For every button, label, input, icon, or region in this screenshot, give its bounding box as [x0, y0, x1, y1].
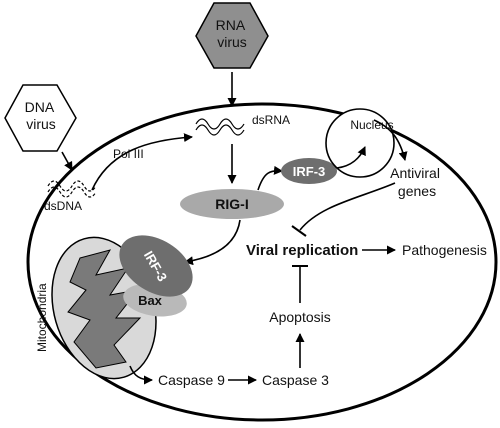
rna-virus-label: RNA virus — [216, 17, 249, 50]
antiviral-genes-label: Antiviral genes — [390, 165, 444, 199]
mitochondria-label: Mitochondria — [35, 283, 49, 352]
antiviral-line2: genes — [398, 183, 436, 199]
bax-label: Bax — [138, 293, 163, 308]
dna-virus-line2: virus — [26, 116, 56, 132]
dsrna-strand-1 — [195, 118, 245, 130]
caspase3-label: Caspase 3 — [262, 372, 329, 388]
rig1-to-irf3-arrow — [257, 165, 283, 191]
pol3-arrow — [91, 133, 193, 191]
dna-virus-hexagon — [4, 84, 77, 152]
rig1-to-mito-arrow — [184, 219, 241, 266]
antiviral-inhibition-bar — [291, 225, 307, 237]
irf3-to-nucleus-arrow — [336, 146, 366, 169]
rna-virus-hexagon — [195, 2, 269, 69]
dsdna-label: dsDNA — [44, 199, 82, 213]
dna-virus-label: DNA virus — [25, 99, 58, 132]
rig1-label: RIG-I — [215, 196, 248, 212]
antiviral-inhibition-line — [299, 182, 396, 231]
pathogenesis-label: Pathogenesis — [402, 242, 487, 258]
mito-to-caspase9-arrow — [129, 365, 153, 385]
mitochondria-cristae — [67, 249, 142, 369]
irf3-top-label: IRF-3 — [293, 164, 326, 179]
irf3-top-node — [281, 158, 337, 184]
rig1-node — [180, 189, 284, 219]
nucleus-label: Nucleus — [350, 118, 393, 132]
rna-virus-line2: virus — [217, 34, 247, 50]
dsdna-strand-1 — [47, 180, 97, 192]
dna-entry-arrow — [61, 151, 73, 171]
apoptosis-label: Apoptosis — [269, 309, 330, 325]
dsrna-strand-2 — [195, 124, 245, 136]
nucleus-to-antiviral-arrow — [373, 119, 408, 161]
dsdna-strand-2 — [47, 186, 97, 198]
viral-replication-label: Viral replication — [246, 242, 358, 259]
dna-virus-line1: DNA — [25, 99, 55, 115]
irf3-mito-node — [119, 235, 193, 297]
antiviral-line1: Antiviral — [390, 165, 440, 181]
nucleus — [325, 108, 395, 178]
rna-virus-line1: RNA — [216, 17, 246, 33]
pol3-label: Pol III — [113, 147, 144, 161]
caspase9-label: Caspase 9 — [158, 372, 225, 388]
dsrna-label: dsRNA — [252, 113, 290, 127]
